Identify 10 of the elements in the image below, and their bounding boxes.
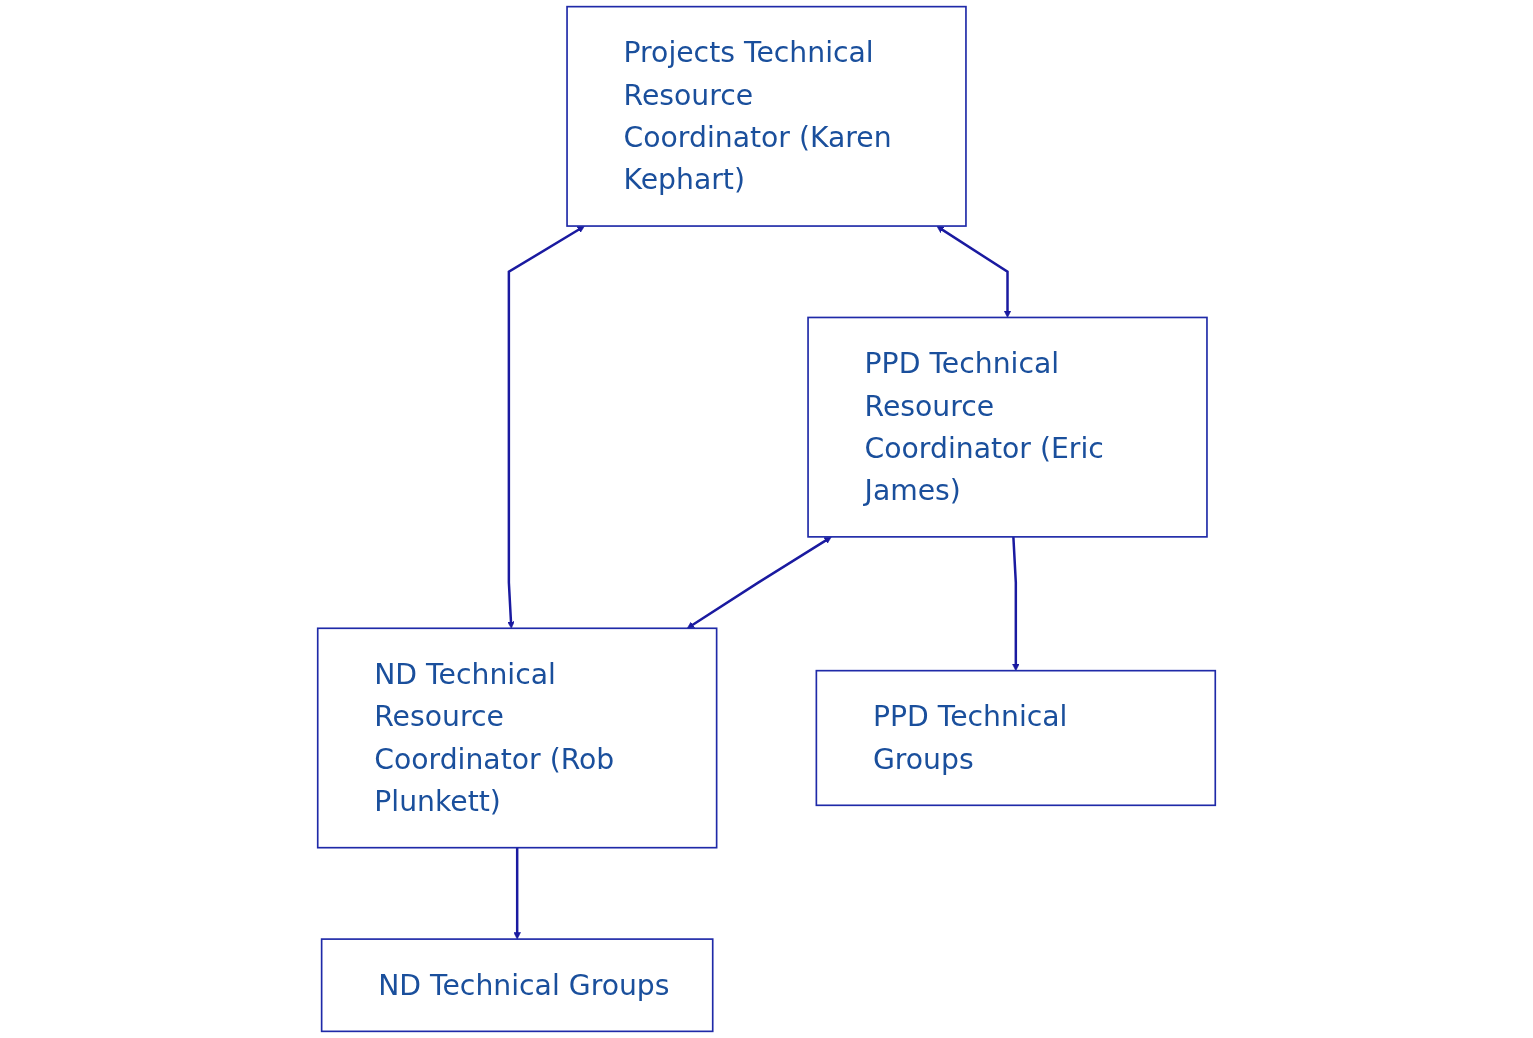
arrow [1012,536,1020,671]
node-box: PPD Technical Resource Coordinator (Eric James) [807,316,1208,538]
arrow [507,225,585,629]
arrow [936,225,1012,318]
node-box: ND Technical Groups [320,938,714,1033]
node-box: PPD Technical Groups [815,669,1217,807]
node-box: Projects Technical Resource Coordinator (Karen Kephart) [566,5,967,227]
node-box: ND Technical Resource Coordinator (Rob Plunkett) [316,627,718,849]
arrow [513,847,521,940]
arrow [686,536,832,629]
